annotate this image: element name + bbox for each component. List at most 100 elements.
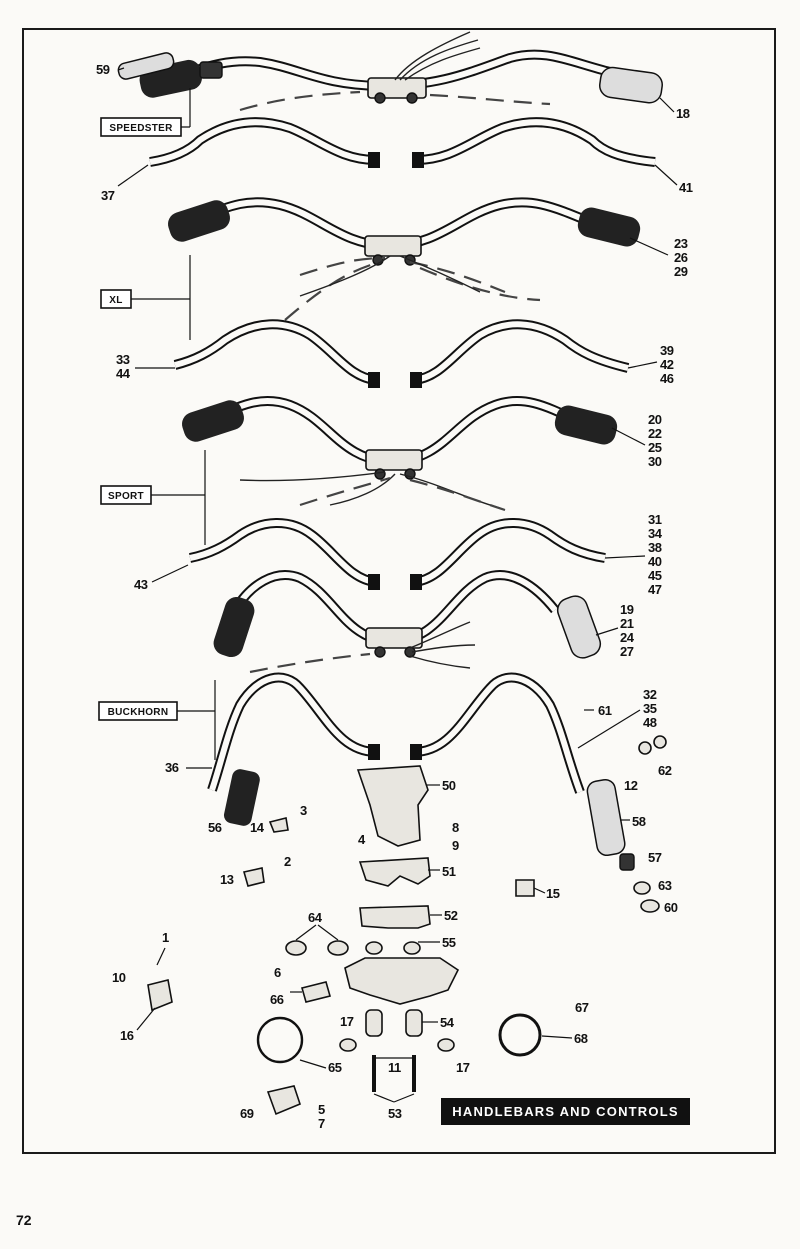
buckhorn-left-grip [213,596,255,658]
grip-sleeve [117,52,175,80]
speedster-left-control [199,61,223,79]
adjuster-66 [301,981,331,1003]
callout-65: 65 [328,1060,342,1075]
callout-7: 7 [318,1116,325,1131]
callout-41: 41 [679,180,693,195]
callout-10: 10 [112,970,126,985]
tag-buckhorn: BUCKHORN [98,701,178,721]
callout-1: 1 [162,930,169,945]
callout-51: 51 [442,864,456,879]
xl-right-grip [577,207,641,247]
tag-speedster: SPEEDSTER [100,117,182,137]
callout-60: 60 [664,900,678,915]
washer-62 [638,741,652,755]
callout-45: 45 [648,568,662,583]
part-17 [339,1038,357,1052]
callout-47: 47 [648,582,662,597]
diagram-frame [22,28,776,1154]
part-16 [147,979,173,1012]
bushing-54 [365,1009,383,1037]
sport-plain-bar [188,518,606,590]
clamp-bolt [374,468,386,480]
callout-21: 21 [620,616,634,631]
small-parts [147,735,667,1116]
callout-17: 17 [456,1060,470,1075]
clamp-bolt [374,92,386,104]
callout-14: 14 [250,820,265,835]
callout-25: 25 [648,440,662,455]
washer-62 [653,735,667,749]
leader-lines [117,67,678,1103]
sport-left-grip [182,400,244,442]
tag-xl-label: XL [109,295,122,306]
part-60 [640,899,660,913]
callout-17: 17 [340,1014,354,1029]
callout-44: 44 [116,366,131,381]
part-63 [633,881,651,895]
part-17 [437,1038,455,1052]
callout-29: 29 [674,264,688,279]
cup-64 [327,940,349,956]
buckhorn-bar-assembly [213,570,602,674]
xl-plain-bar [173,319,630,388]
xl-clamp [364,235,422,257]
callout-37: 37 [101,188,115,203]
callout-43: 43 [134,577,148,592]
bracket-69 [266,1085,301,1116]
callout-3: 3 [300,803,307,818]
callout-67: 67 [575,1000,589,1015]
fork-bracket [344,957,460,1005]
callout-52: 52 [444,908,458,923]
callout-11: 11 [388,1060,401,1075]
callout-61: 61 [598,703,612,718]
tag-bracket-lines [131,88,216,760]
spring-57 [619,853,635,871]
buckhorn-plain-bar [207,672,585,794]
sport-clamp [365,449,423,471]
callout-16: 16 [120,1028,134,1043]
sport-bar-assembly [182,395,618,512]
callout-46: 46 [660,371,674,386]
cup-55 [365,941,383,955]
callout-6: 6 [274,965,281,980]
callout-12: 12 [624,778,638,793]
cable-65 [256,1016,304,1064]
tag-buckhorn-label: BUCKHORN [108,707,169,718]
buckhorn-clamp [365,627,423,649]
callout-35: 35 [643,701,657,716]
callout-64: 64 [308,910,323,925]
tag-xl: XL [100,289,132,309]
callout-34: 34 [648,526,663,541]
part-15 [515,879,535,897]
callout-59: 59 [96,62,110,77]
callout-30: 30 [648,454,662,469]
callout-4: 4 [358,832,366,847]
callout-labels: 59 18 37 41 23 26 29 33 44 39 42 46 20 2… [96,62,693,1131]
callout-66: 66 [270,992,284,1007]
speedster-bar-assembly [117,31,663,112]
upper-clamp-cover [356,765,429,847]
callout-53: 53 [388,1106,402,1121]
tag-speedster-label: SPEEDSTER [109,123,173,134]
callout-39: 39 [660,343,674,358]
callout-50: 50 [442,778,456,793]
xl-left-grip [168,200,230,242]
callout-26: 26 [674,250,688,265]
callout-20: 20 [648,412,662,427]
buckhorn-right-grip [556,595,602,659]
clamp-52 [359,905,431,929]
clamp-51 [358,857,431,887]
callout-9: 9 [452,838,459,853]
callout-31: 31 [648,512,662,527]
callout-36: 36 [165,760,179,775]
tag-sport: SPORT [100,485,152,505]
callout-19: 19 [620,602,634,617]
callout-13: 13 [220,872,234,887]
callout-42: 42 [660,357,674,372]
callout-40: 40 [648,554,662,569]
bushing-54 [405,1009,423,1037]
cup-64 [285,940,307,956]
part-14 [268,817,289,833]
